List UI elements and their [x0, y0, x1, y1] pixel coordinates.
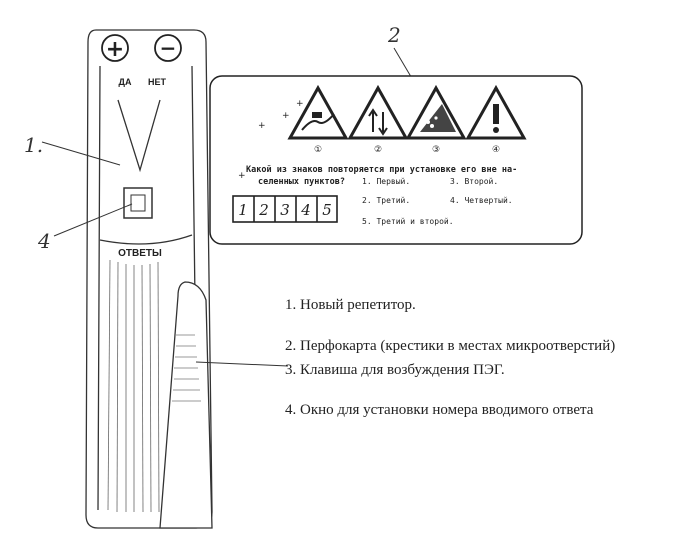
leader-4	[53, 203, 133, 237]
peg-key-grooves	[172, 334, 201, 402]
option-2: 2. Третий.	[362, 196, 410, 205]
answer-window-inner	[130, 194, 146, 212]
question-line-1: Какой из знаков повторяется при установк…	[246, 165, 517, 175]
question-line-2: селенных пунктов?	[258, 177, 345, 187]
repetitor-device	[85, 29, 213, 529]
card-mark: +	[282, 111, 290, 121]
two-way-traffic-sign-icon	[347, 84, 409, 140]
card-mark: +	[258, 121, 266, 131]
yes-button[interactable]: +	[101, 34, 129, 62]
legend-item-3: 3. Клавиша для возбуждения ПЭГ.	[285, 362, 505, 378]
sign-4-number: ④	[492, 145, 500, 155]
legend: 1. Новый репетитор. 2. Перфокарта (крест…	[285, 297, 615, 418]
legend-item-1: 1. Новый репетитор.	[285, 297, 416, 313]
answer-digit: 3	[280, 201, 290, 219]
slippery-road-sign-icon	[287, 84, 349, 140]
peg-key[interactable]	[159, 281, 213, 529]
yes-label: ДА	[119, 77, 132, 87]
callout-1: 1.	[24, 133, 43, 157]
leader-1	[41, 141, 121, 166]
answer-digit: 1	[238, 201, 248, 219]
answer-digit: 2	[258, 201, 269, 219]
answer-digit-boxes: 1 2 3 4 5	[232, 195, 338, 223]
plus-label: +	[106, 37, 124, 62]
option-3: 3. Второй.	[450, 177, 498, 186]
option-1: 1. Первый.	[362, 177, 410, 186]
answers-label: ОТВЕТЫ	[118, 248, 162, 259]
sign-1-number: ①	[314, 145, 322, 155]
legend-item-4: 4. Окно для установки номера вводимого о…	[285, 402, 594, 418]
callout-4: 4	[37, 229, 51, 253]
device-grooves	[107, 259, 160, 513]
falling-rocks-sign-icon	[405, 84, 467, 140]
card-border	[209, 75, 583, 245]
no-label: НЕТ	[148, 77, 167, 87]
sign-2-number: ②	[374, 145, 382, 155]
leader-3	[195, 361, 289, 367]
device-v-pointer	[117, 99, 161, 173]
answer-window[interactable]	[123, 187, 153, 219]
answer-digit: 5	[322, 201, 332, 219]
no-button[interactable]: −	[154, 34, 182, 62]
card-mark: +	[296, 99, 304, 109]
punch-card: + + + + ① ② ③ ④	[209, 75, 583, 245]
answer-digit: 4	[300, 201, 311, 219]
minus-label: −	[160, 36, 177, 60]
device-waist	[99, 234, 193, 245]
device-inner-outline	[97, 65, 196, 511]
card-mark: +	[238, 171, 246, 181]
option-5: 5. Третий и второй.	[362, 217, 454, 226]
sign-3-number: ③	[432, 145, 440, 155]
callout-2: 2	[387, 23, 401, 47]
other-danger-sign-icon	[465, 84, 527, 140]
legend-item-2: 2. Перфокарта (крестики в местах микроот…	[285, 338, 615, 354]
option-4: 4. Четвертый.	[450, 196, 513, 205]
